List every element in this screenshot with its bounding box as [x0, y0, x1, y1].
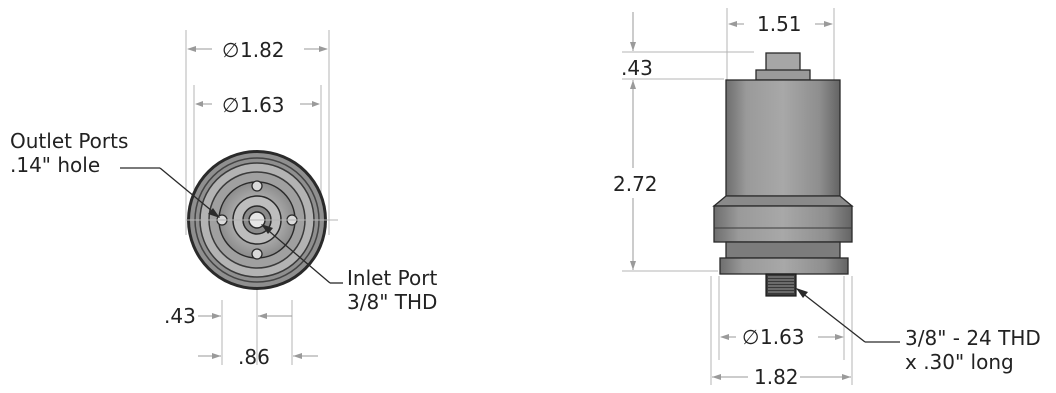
dim-arrow [728, 21, 737, 27]
side-view: 1.51 .43 2.72 [613, 8, 1041, 389]
dim-port-spacing: .86 [238, 345, 270, 369]
dim-port-offset: .43 [164, 304, 196, 328]
inlet-port-thread: 3/8" THD [347, 290, 437, 314]
side-shoulder [712, 195, 854, 207]
side-top-collar [755, 69, 811, 81]
inlet-leader-line [262, 225, 331, 284]
outlet-leader-line [159, 167, 219, 217]
dim-arrow [824, 21, 833, 27]
dim-arrow [720, 334, 729, 340]
side-flange [713, 205, 853, 243]
side-base [719, 257, 849, 275]
inlet-port-label: Inlet Port [347, 266, 437, 290]
outlet-port-hole-top [251, 180, 263, 192]
dim-arrow [712, 374, 721, 380]
dim-arrow [630, 261, 636, 270]
outlet-ports-label: Outlet Ports [10, 129, 128, 153]
front-view: ∅ 1.82 ∅ 1.63 Outlet Ports .14" hole [10, 30, 437, 369]
thread-leader-arrow [796, 288, 808, 298]
outlet-port-hole-bottom [251, 248, 263, 260]
dim-arrow [630, 42, 636, 51]
outlet-leader-arrow [208, 208, 220, 218]
dim-outer-diameter-symbol: ∅ [222, 38, 239, 62]
dim-arrow [195, 101, 203, 107]
dim-arrow [842, 374, 851, 380]
dim-arrow [212, 353, 221, 359]
thread-spec-label: 3/8" - 24 THD [905, 326, 1041, 350]
dim-body-height: 2.72 [613, 172, 658, 196]
dim-arrow [212, 313, 221, 319]
dim-base-inner-value: 1.63 [760, 325, 805, 349]
side-neck [725, 241, 841, 259]
dim-arrow [187, 46, 196, 52]
dim-base-outer: 1.82 [754, 365, 799, 389]
dim-arrow [312, 101, 320, 107]
dim-arrow [293, 353, 302, 359]
side-top-nut [765, 52, 801, 72]
dim-arrow [835, 334, 844, 340]
dim-arrow [258, 313, 267, 319]
dim-cap-height: .43 [621, 56, 653, 80]
dim-inner-diameter-symbol: ∅ [222, 93, 239, 117]
outlet-ports-hole-size: .14" hole [10, 153, 100, 177]
thread-length-label: x .30" long [905, 350, 1014, 374]
thread-lines [768, 276, 794, 293]
side-main-body [725, 79, 841, 197]
dim-top-width: 1.51 [757, 12, 802, 36]
dim-base-inner-symbol: ∅ [742, 325, 759, 349]
dim-outer-diameter-value: 1.82 [240, 38, 285, 62]
dim-inner-diameter-value: 1.63 [240, 93, 285, 117]
thread-leader-line [796, 288, 866, 343]
dim-arrow [319, 46, 328, 52]
inlet-leader-arrow [261, 224, 273, 234]
